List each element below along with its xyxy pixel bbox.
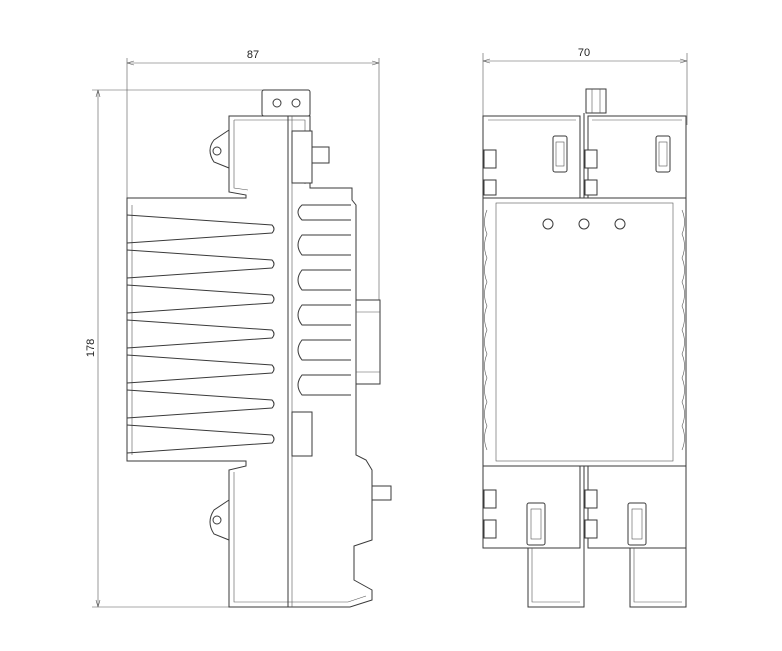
ventilation-slots xyxy=(297,204,351,396)
dimension-front-width: 70 xyxy=(482,47,688,125)
led-hole-3 xyxy=(614,218,626,230)
side-scallops xyxy=(484,209,685,451)
front-width-label: 70 xyxy=(578,47,590,59)
front-view xyxy=(482,88,687,608)
dimension-height: 178 xyxy=(85,89,300,608)
led-hole-2 xyxy=(578,218,590,230)
height-label: 178 xyxy=(85,339,97,357)
heatsink-fins xyxy=(126,205,275,455)
led-hole-1 xyxy=(542,218,554,230)
side-width-label: 87 xyxy=(247,49,259,61)
dimension-side-width: 87 xyxy=(126,49,380,300)
side-view xyxy=(126,89,392,608)
